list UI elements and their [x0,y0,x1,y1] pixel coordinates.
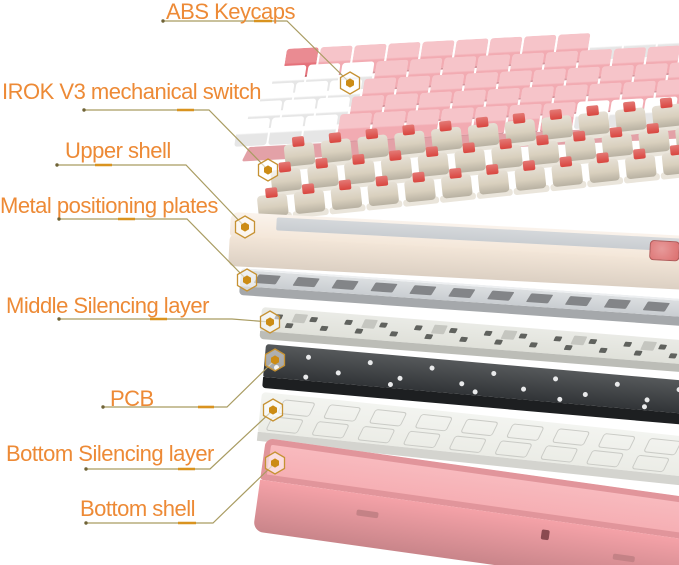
silencing-key-emboss [597,433,637,451]
switch-stem [338,179,352,191]
switch-stem [622,101,636,113]
leader-start-dot [82,108,86,112]
mechanical-switch [623,147,661,184]
silencing-key-emboss [493,440,533,458]
silencing-key-emboss [551,428,591,446]
silencing-key-emboss [265,416,305,434]
switch-stem [402,124,416,136]
switch-stem [549,108,563,121]
switch-stem [388,149,402,162]
knob-badge-icon [649,239,679,262]
label-abs-keycaps: ABS Keycaps [166,0,296,24]
mechanical-switch [365,174,403,211]
leader-line [59,218,248,281]
silencing-key-emboss [539,445,579,463]
switch-stem [632,148,646,160]
mechanical-switch [586,151,624,188]
switch-stem [278,161,292,173]
switch-stem [522,159,536,172]
switch-stem [365,128,379,140]
switch-stem [572,130,586,142]
silencing-key-emboss [356,425,396,444]
label-bottom-shell: Bottom shell [80,496,196,521]
switch-stem [462,142,476,154]
label-bottom-silencing-layer: Bottom Silencing layer [6,441,214,466]
switch-stem [412,171,426,183]
silencing-key-emboss [322,404,362,422]
silencing-key-emboss [368,408,408,427]
silencing-key-emboss [414,413,454,432]
leader-start-dot [84,467,88,471]
label-pcb: PCB [110,386,154,411]
switch-stem [315,157,329,169]
switch-stem [375,175,389,187]
mechanical-switch [292,182,330,219]
usb-port [540,529,550,541]
switch-stem [291,135,305,148]
label-middle-silencing-layer: Middle Silencing layer [6,293,210,318]
switch-stem [264,187,278,199]
label-metal-positioning-plates: Metal positioning plates [0,193,218,218]
mechanical-switch [660,143,679,180]
mechanical-switch [513,159,550,196]
mechanical-switch [476,163,514,200]
switch-stem [485,163,499,176]
silencing-key-emboss [631,454,671,473]
mechanical-switch [439,167,477,204]
switch-stem [596,152,610,164]
switch-stem [586,104,600,117]
mechanical-switch [329,178,366,215]
leader-start-dot [101,405,105,409]
switch-stem [499,138,513,150]
switch-stem [659,97,673,109]
silencing-key-emboss [277,399,316,418]
switch-stem [328,132,342,144]
switch-stem [438,120,452,132]
switch-stem [669,144,679,156]
switch-stem [646,122,660,135]
switch-stem [301,183,315,195]
silencing-key-emboss [460,418,499,437]
label-irok-v3-mechanical-switch: IROK V3 mechanical switch [2,79,261,104]
leader-start-dot [161,19,165,23]
switch-stem [512,112,526,124]
mechanical-switch [402,171,440,208]
switch-stem [448,167,462,179]
switch-stem [351,153,365,165]
switch-stem [535,134,549,146]
silencing-key-emboss [402,430,442,449]
leader-line [59,318,271,323]
mechanical-switch [549,155,587,192]
switch-stem [559,156,573,168]
silencing-key-emboss [585,449,625,468]
switch-stem [475,116,489,128]
silencing-key-emboss [505,423,545,442]
leader-start-dot [55,163,59,167]
silencing-key-emboss [448,435,488,454]
switch-stem [609,126,623,138]
silencing-key-emboss [311,421,350,439]
label-upper-shell: Upper shell [65,138,171,163]
switch-stem [425,146,439,158]
